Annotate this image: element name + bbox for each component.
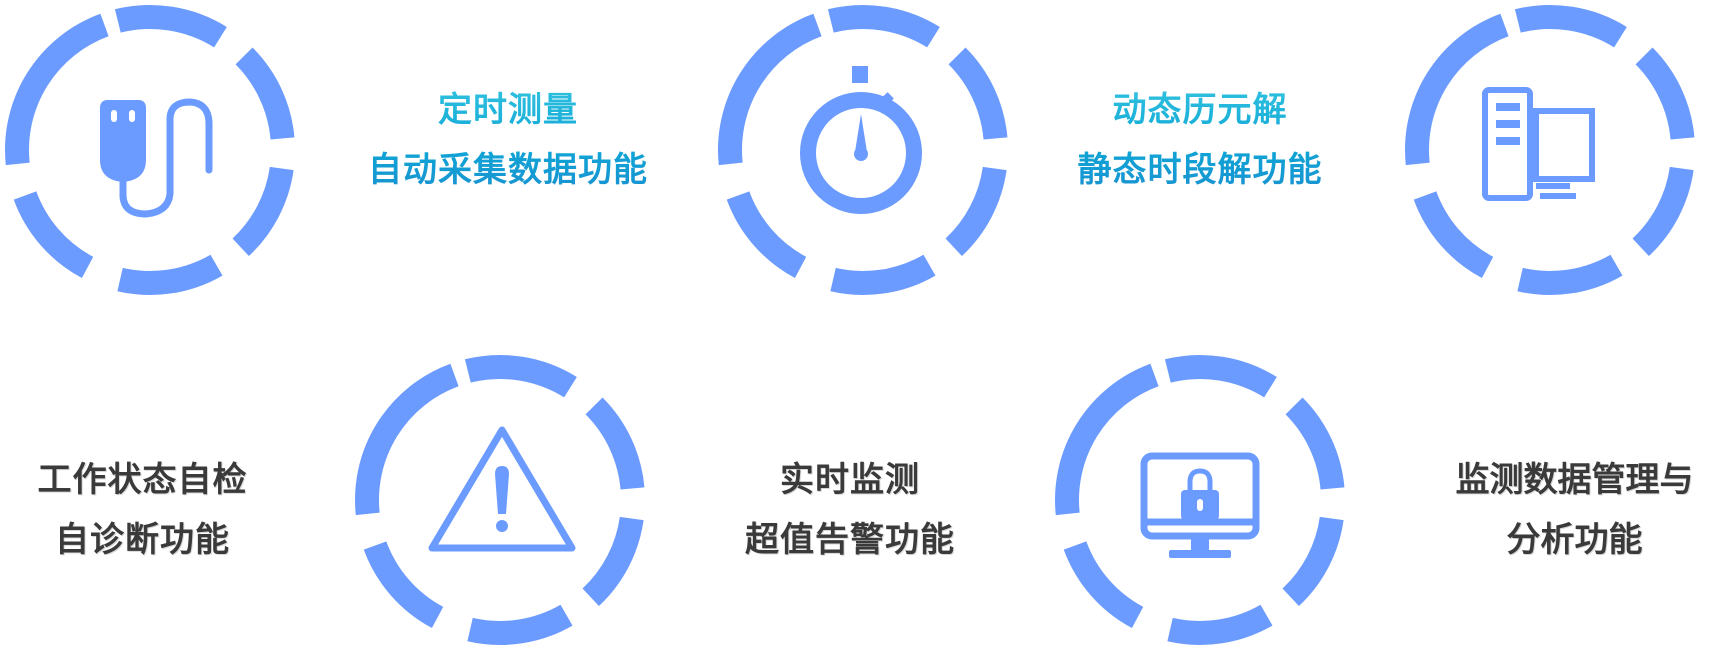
ring-arc-segment xyxy=(827,5,940,48)
dashed-ring-stopwatch xyxy=(713,0,1013,300)
ring-arc-segment xyxy=(13,191,94,279)
feature-text-self-check: 工作状态自检 自诊断功能 xyxy=(0,450,285,570)
dashed-ring-usb xyxy=(0,0,300,300)
stopwatch-icon xyxy=(800,66,922,214)
ring-arc-segment xyxy=(1055,363,1159,516)
feature-text-realtime-monitoring: 实时监测 超值告警功能 xyxy=(690,450,1010,570)
ring-arc-segment xyxy=(830,254,936,295)
dashed-ring-monitor-lock xyxy=(1050,350,1350,650)
ring-arc-segment xyxy=(718,13,822,166)
ring-arc-segment xyxy=(1514,5,1627,48)
ring-arc-segment xyxy=(235,47,295,140)
feature-line: 超值告警功能 xyxy=(745,520,955,560)
feature-line: 静态时段解功能 xyxy=(1077,150,1323,190)
feature-line: 监测数据管理与 xyxy=(1455,460,1694,500)
usb-plug-icon xyxy=(100,98,213,218)
ring-arc-segment xyxy=(1635,47,1695,140)
feature-line: 定时测量 xyxy=(438,90,578,130)
ring-arc-segment xyxy=(1632,166,1694,257)
ring-arc-segment xyxy=(232,166,294,257)
ring-arc-segment xyxy=(1413,191,1494,279)
ring-arc-segment xyxy=(726,191,807,279)
ring-arc-segment xyxy=(1164,355,1277,398)
feature-line: 分析功能 xyxy=(1506,520,1643,560)
feature-line: 自诊断功能 xyxy=(55,520,230,560)
ring-arc-segment xyxy=(1063,541,1144,629)
ring-arc-segment xyxy=(945,166,1007,257)
ring-arc-segment xyxy=(582,516,644,607)
dashed-ring-computer xyxy=(1400,0,1700,300)
ring-arc-segment xyxy=(355,363,459,516)
ring-arc-segment xyxy=(114,5,227,48)
ring-arc-segment xyxy=(1282,516,1344,607)
monitor-lock-icon xyxy=(1140,452,1260,558)
feature-line: 动态历元解 xyxy=(1112,90,1288,130)
ring-arc-segment xyxy=(1405,13,1509,166)
feature-line: 自动采集数据功能 xyxy=(368,150,648,190)
ring-arc-segment xyxy=(1517,254,1623,295)
feature-line: 工作状态自检 xyxy=(37,460,248,500)
ring-arc-segment xyxy=(117,254,223,295)
ring-arc-segment xyxy=(585,397,645,490)
ring-arc-segment xyxy=(948,47,1008,140)
feature-text-timed-measurement: 定时测量 自动采集数据功能 xyxy=(348,80,668,200)
ring-arc-segment xyxy=(1285,397,1345,490)
ring-arc-segment xyxy=(5,13,109,166)
desktop-computer-icon xyxy=(1482,87,1595,201)
feature-text-data-management: 监测数据管理与 分析功能 xyxy=(1430,450,1719,570)
feature-line: 实时监测 xyxy=(780,460,920,500)
ring-arc-segment xyxy=(1167,604,1273,645)
feature-text-dynamic-epoch: 动态历元解 静态时段解功能 xyxy=(1040,80,1360,200)
warning-triangle-icon xyxy=(428,426,576,552)
ring-arc-segment xyxy=(464,355,577,398)
ring-arc-segment xyxy=(467,604,573,645)
dashed-ring-warning xyxy=(350,350,650,650)
ring-arc-segment xyxy=(363,541,444,629)
